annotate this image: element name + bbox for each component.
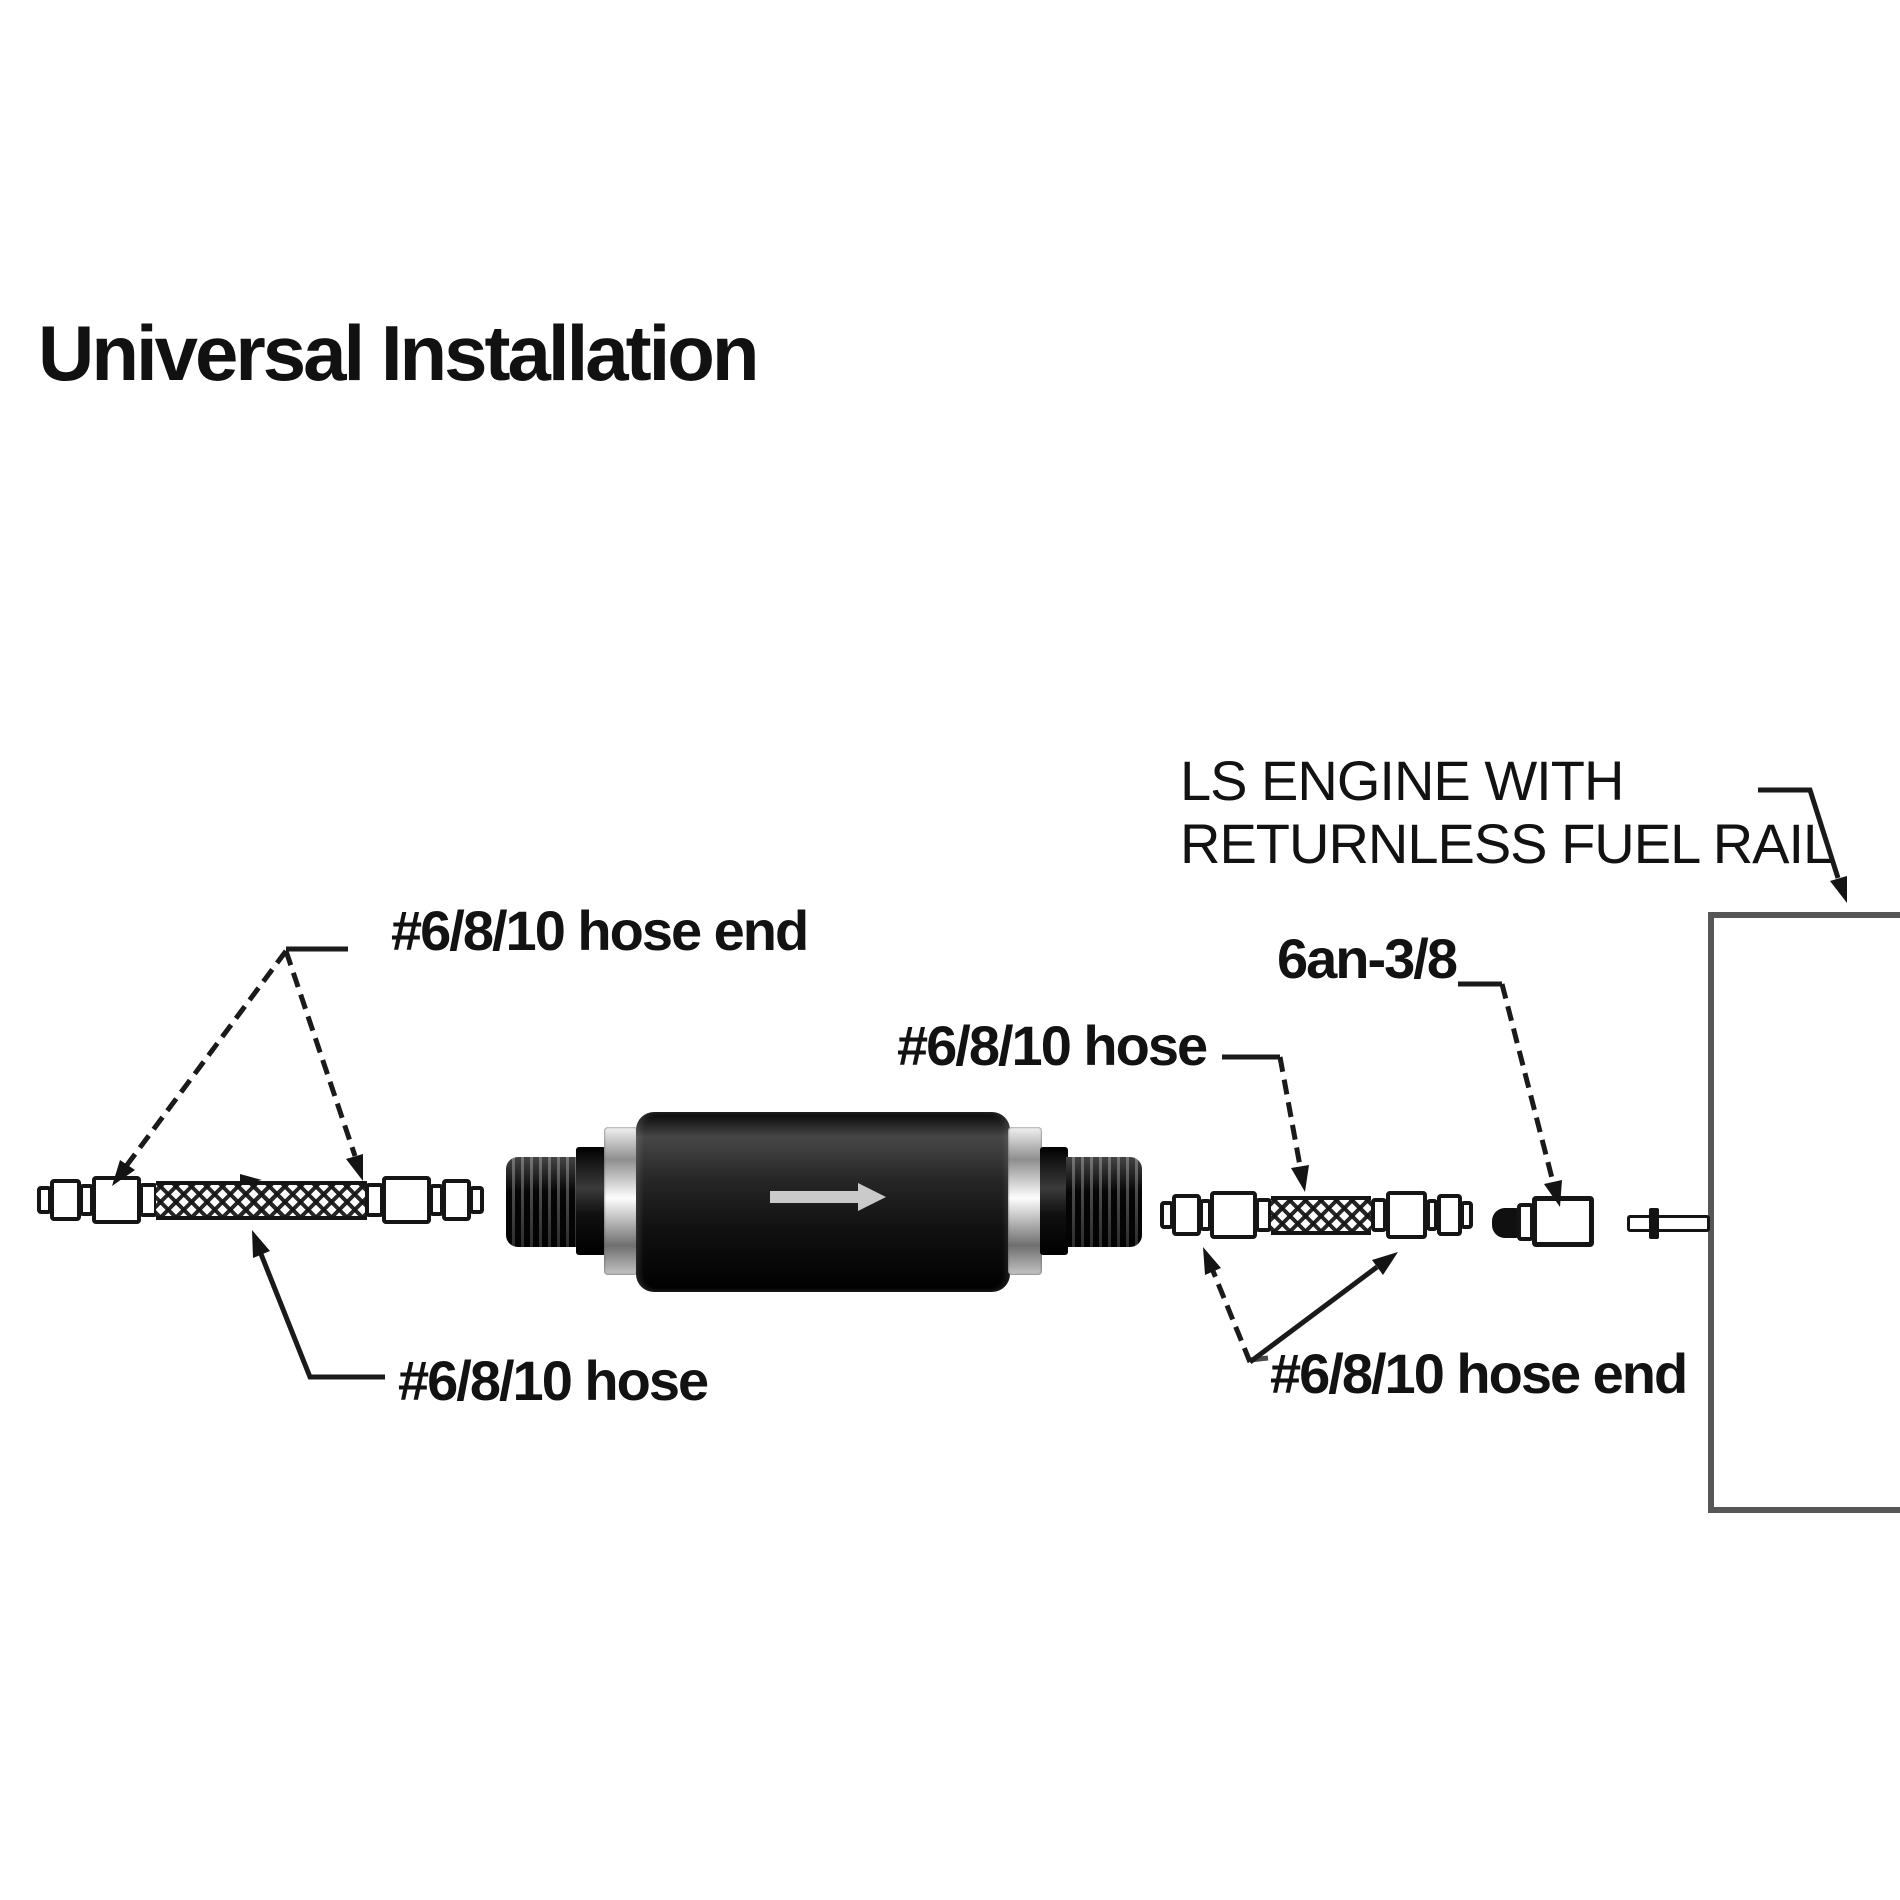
label-ls-engine-line2: RETURNLESS FUEL RAIL bbox=[1180, 812, 1834, 876]
arrowhead-right-hose-end-left-icon bbox=[1203, 1247, 1221, 1275]
filter-fitting-threads-right bbox=[1066, 1157, 1142, 1247]
filter-chrome-collar-right bbox=[1008, 1127, 1042, 1275]
leader-bottom-right-left bbox=[1210, 1270, 1253, 1363]
arrowhead-left-hose-end-left-icon bbox=[112, 1160, 135, 1186]
braid-direction-notch-icon bbox=[240, 1174, 262, 1185]
leader-top-right-diagonal bbox=[1277, 1056, 1303, 1167]
right-hose-taper-left bbox=[1255, 1198, 1272, 1232]
label-hose-end-top-left: #6/8/10 hose end bbox=[391, 899, 809, 962]
right-hose-taper-right bbox=[1371, 1198, 1387, 1232]
engine-box bbox=[1708, 912, 1900, 1513]
right-hose-socket-right bbox=[1386, 1191, 1427, 1239]
leader-adapter-diagonal bbox=[1499, 983, 1556, 1183]
right-hose-nut-right bbox=[1437, 1194, 1462, 1236]
page-title: Universal Installation bbox=[38, 309, 760, 397]
spigot-flange bbox=[1649, 1208, 1659, 1239]
label-hose-bottom-left: #6/8/10 hose bbox=[398, 1349, 709, 1412]
label-adapter-6an: 6an-3/8 bbox=[1277, 927, 1458, 990]
leader-bottom-right-right bbox=[1248, 1264, 1379, 1365]
label-hose-top-right: #6/8/10 hose bbox=[897, 1014, 1208, 1077]
flow-direction-arrow-icon bbox=[770, 1183, 886, 1211]
label-hose-end-bottom-right: #6/8/10 hose end bbox=[1270, 1342, 1688, 1405]
adapter-dark-cap bbox=[1492, 1208, 1519, 1238]
left-hose-braid bbox=[156, 1181, 367, 1220]
adapter-body bbox=[1532, 1196, 1594, 1247]
left-hose-end-cap-right bbox=[469, 1186, 484, 1214]
filter-fitting-threads-left bbox=[506, 1157, 576, 1247]
label-ls-engine: LS ENGINE WITH RETURNLESS FUEL RAIL bbox=[1180, 749, 1834, 876]
right-hose-braid bbox=[1271, 1196, 1371, 1235]
arrowhead-right-hose-end-right-icon bbox=[1372, 1252, 1398, 1275]
arrowhead-engine-icon bbox=[1830, 876, 1847, 903]
leader-engine bbox=[1758, 787, 1841, 879]
leader-top-left-diagonal-left bbox=[124, 949, 289, 1167]
right-hose-end-cap-right bbox=[1460, 1201, 1473, 1229]
right-hose-socket-left bbox=[1210, 1191, 1257, 1239]
filter-hex-nut-left bbox=[576, 1147, 606, 1255]
arrowhead-left-hose-end-right-icon bbox=[346, 1154, 363, 1181]
arrowhead-right-hose-icon bbox=[1291, 1165, 1309, 1192]
leader-top-left-diagonal-right bbox=[283, 950, 358, 1157]
arrowhead-left-hose-icon bbox=[252, 1230, 270, 1258]
filter-hex-nut-right bbox=[1040, 1147, 1068, 1255]
left-hose-socket-right bbox=[382, 1176, 431, 1224]
right-hose-collar-right bbox=[1426, 1199, 1438, 1231]
arrowhead-adapter-icon bbox=[1544, 1180, 1562, 1207]
leader-bottom-left bbox=[258, 1253, 385, 1380]
filter-chrome-collar-left bbox=[604, 1127, 638, 1275]
spigot-tube bbox=[1627, 1215, 1710, 1232]
label-ls-engine-line1: LS ENGINE WITH bbox=[1180, 749, 1624, 812]
